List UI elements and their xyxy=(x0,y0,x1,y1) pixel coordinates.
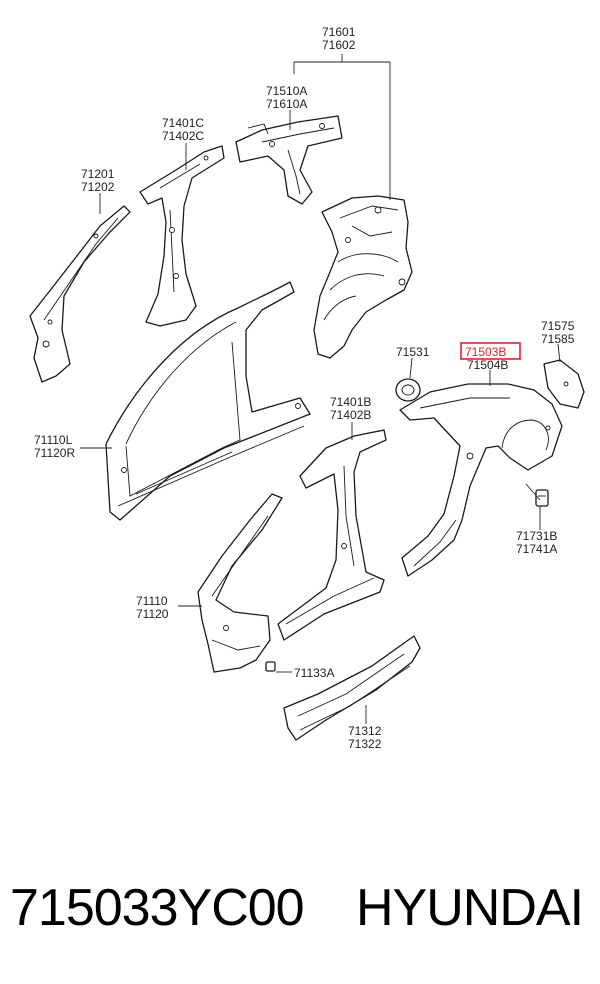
label-71731B: 71731B xyxy=(516,529,557,543)
label-71202: 71202 xyxy=(81,180,115,194)
label-71402B: 71402B xyxy=(330,408,371,422)
label-71503B: 71503B xyxy=(465,345,506,359)
label-71201: 71201 xyxy=(81,167,115,181)
label-71575: 71575 xyxy=(541,319,575,333)
label-71402C: 71402C xyxy=(162,129,204,143)
label-71510A: 71510A xyxy=(266,84,307,98)
label-71504B: 71504B xyxy=(467,358,508,372)
part-rear-wheelhouse-inner xyxy=(313,195,413,359)
label-71401B: 71401B xyxy=(330,395,371,409)
highlight-box-71503B xyxy=(460,342,521,360)
part-fuel-filler-housing xyxy=(395,378,421,402)
footer-part-number: 715033YC00 xyxy=(10,879,305,937)
label-71602: 71602 xyxy=(322,38,356,52)
part-roof-rail-bracket xyxy=(235,115,343,205)
part-labels: 71601 71602 71510A 71610A 71401C 71402C … xyxy=(34,25,575,751)
label-71741A: 71741A xyxy=(516,542,557,556)
label-71401C: 71401C xyxy=(162,116,204,130)
part-center-pillar-inner xyxy=(139,145,225,327)
label-71610A: 71610A xyxy=(266,97,307,111)
footer-brand: HYUNDAI xyxy=(356,879,584,937)
part-center-pillar-outer xyxy=(277,429,387,641)
part-quarter-panel xyxy=(399,383,563,577)
label-71601: 71601 xyxy=(322,25,356,39)
label-71312: 71312 xyxy=(348,724,382,738)
part-quarter-bracket xyxy=(543,359,585,409)
part-front-pillar-outer-lower xyxy=(197,493,283,673)
part-side-outer-panel xyxy=(105,281,311,521)
label-71531: 71531 xyxy=(396,345,430,359)
part-front-pillar-inner xyxy=(29,205,131,383)
label-71110: 71110 xyxy=(136,594,168,608)
leader-lines xyxy=(80,54,561,724)
label-71585: 71585 xyxy=(541,332,575,346)
label-71120: 71120 xyxy=(136,607,169,621)
label-71322: 71322 xyxy=(348,737,382,751)
part-small-clip xyxy=(265,661,276,672)
part-side-sill xyxy=(283,635,421,741)
label-71133A: 71133A xyxy=(294,666,334,680)
label-71110L: 71110L xyxy=(34,433,73,447)
label-71120R: 71120R xyxy=(34,446,75,460)
part-clip xyxy=(535,489,549,507)
